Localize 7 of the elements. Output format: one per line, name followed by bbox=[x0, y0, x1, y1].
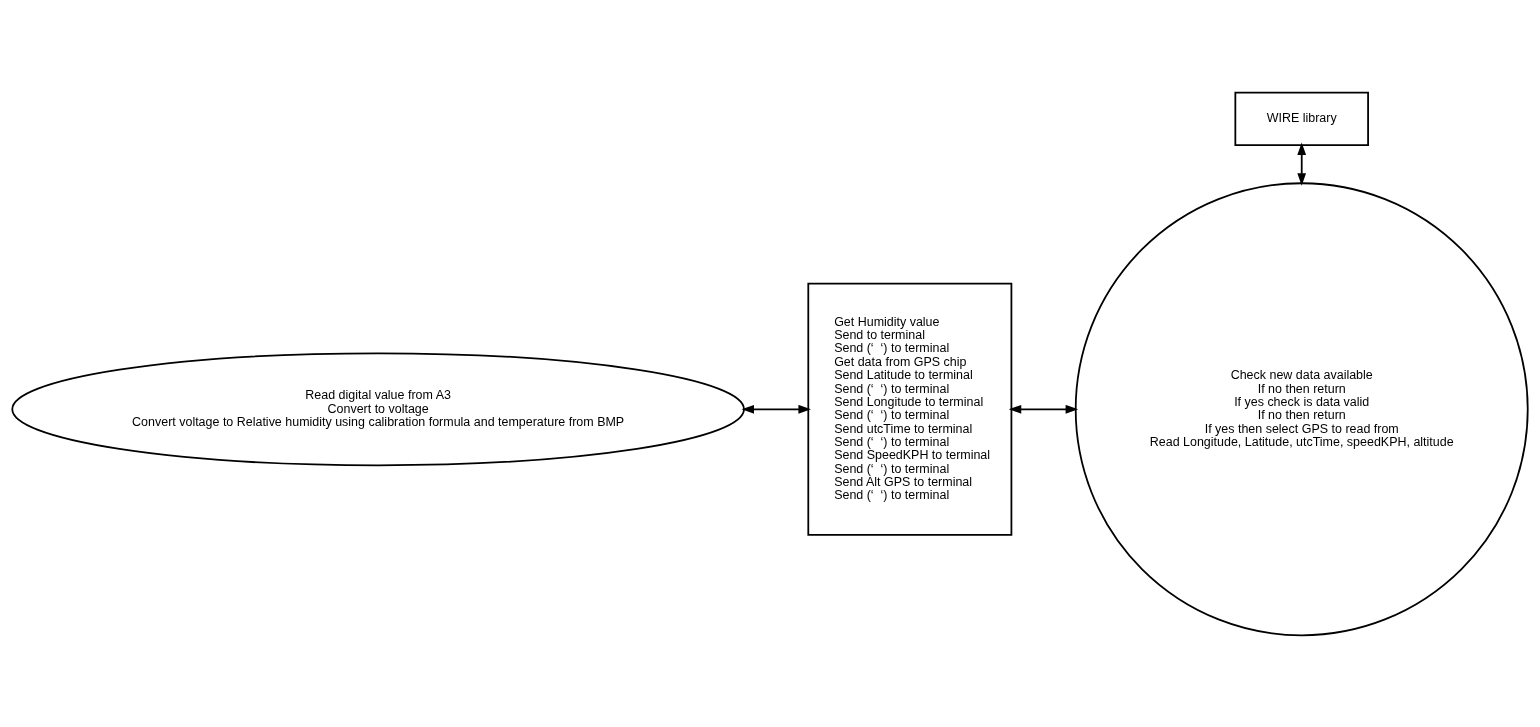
node-box: WIRE library bbox=[1234, 91, 1369, 146]
arrow bbox=[1008, 404, 1079, 414]
node-box: Get Humidity value Send to terminal Send (‘ ‘) to terminal Get data from GPS chip Send Latitude to terminal Send (‘ ‘) to terminal Send Longitude to terminal Send (‘ ‘) to terminal Send utcTime to terminal Send (‘ ‘) to terminal Send SpeedKPH to terminal Send (‘ ‘) to terminal Send Alt GPS to terminal Send (‘ ‘) to terminal bbox=[807, 282, 1013, 536]
node-circle: Check new data available If no then return If yes check is data valid If no then return If yes then select GPS to read from Read Longitude, Latitude, utcTime, speedKPH, altitude bbox=[1074, 181, 1529, 636]
arrow bbox=[1297, 141, 1307, 186]
arrow bbox=[741, 404, 811, 414]
node-ellipse: Read digital value from A3 Convert to voltage Convert voltage to Relative humidity using calibration formula and temperature from BMP bbox=[11, 351, 745, 466]
